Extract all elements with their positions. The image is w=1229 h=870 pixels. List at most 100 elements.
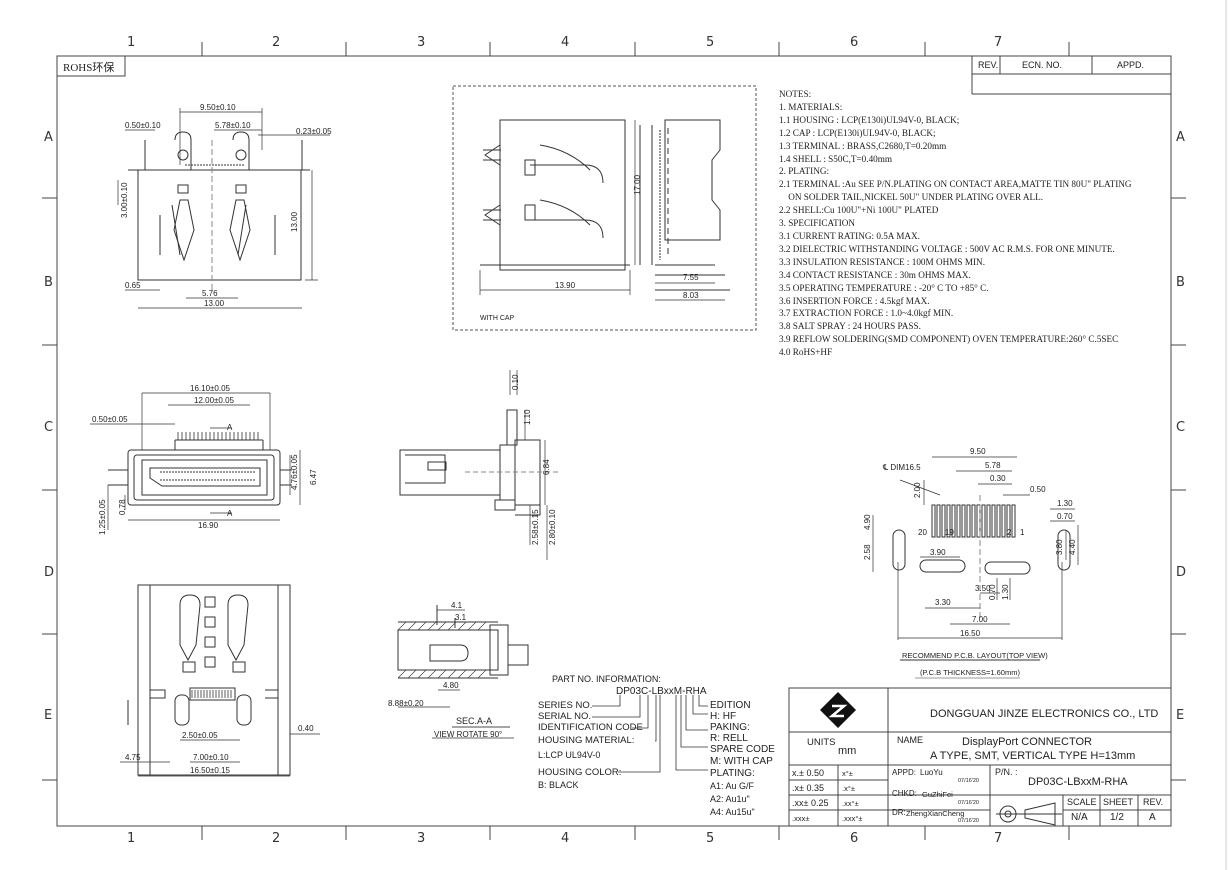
note-line: 3.1 CURRENT RATING: 0.5A MAX. — [779, 230, 920, 241]
pcb-130b: 1.30 — [1001, 584, 1010, 600]
note-line: 3.4 CONTACT RESISTANCE : 30m OHMS MAX. — [779, 269, 971, 280]
rohs-box — [56, 55, 126, 77]
note-line: 1.2 CAP : LCP(E130i)UL94V-0, BLACK; — [779, 127, 936, 138]
part-hf: H: HF — [710, 711, 737, 722]
connector-bottom-view — [127, 584, 291, 776]
dim-050: 0.50±0.10 — [125, 121, 161, 130]
sheet-label: SHEET — [1103, 797, 1134, 807]
note-line: 1.1 HOUSING : LCP(E130i)UL94V-0, BLACK; — [779, 114, 960, 125]
row-label: A — [1176, 130, 1185, 145]
front-cut-a-bot: A — [227, 509, 233, 518]
rev-value: A — [1149, 812, 1156, 823]
rohs-label: ROHS环保 — [63, 62, 115, 74]
side-dim-110: 1.10 — [523, 409, 532, 425]
col-label: 7 — [994, 35, 1003, 50]
chkd-date: 07/16'20 — [958, 800, 979, 806]
pn-label: P/N. : — [995, 767, 1018, 777]
sheet-value: 1/2 — [1110, 812, 1124, 823]
bot-dim-475: 4.75 — [125, 753, 141, 762]
part-a2: A2: Au1u" — [710, 794, 750, 804]
part-serial: SERIAL NO. — [538, 711, 591, 722]
cap-dim-803: 8.03 — [683, 291, 699, 300]
note-line: 3. SPECIFICATION — [779, 218, 856, 229]
pcb-sub: (P.C.B THICKNESS=1.60mm) — [920, 668, 1020, 677]
name-line1: DisplayPort CONNECTOR — [962, 736, 1092, 748]
projection-symbol — [996, 802, 1062, 826]
part-ident: IDENTIFICATION CODE — [538, 722, 643, 733]
tol-x: x.± 0.50 — [792, 768, 824, 778]
connector-cap-side-view — [480, 119, 730, 291]
pcb-title: RECOMMEND P.C.B. LAYOUT(TOP VIEW) — [902, 651, 1048, 660]
row-label: B — [44, 275, 53, 290]
note-line: 3.3 INSULATION RESISTANCE : 100M OHMS MI… — [779, 256, 985, 267]
bot-dim-700: 7.00±0.10 — [193, 753, 229, 762]
pcb-p2: 2 — [1007, 528, 1012, 537]
chkd-label: CHKD: — [892, 789, 917, 798]
col-label: 3 — [417, 35, 426, 50]
connector-side-view — [399, 409, 560, 516]
revision-table — [971, 55, 1172, 95]
scale-label: SCALE — [1067, 797, 1097, 807]
dim-1300: 13.00 — [204, 299, 225, 308]
part-number-code: DP03C-LBxxM-RHA — [616, 686, 707, 697]
front-dim-647: 6.47 — [309, 469, 318, 485]
note-line: 4.0 RoHS+HF — [779, 347, 833, 358]
front-dim-125: 1.25±0.05 — [98, 499, 107, 535]
company-name: DONGGUAN JINZE ELECTRONICS CO., LTD — [930, 708, 1159, 720]
notes-block: NOTES: 1. MATERIALS: 1.1 HOUSING : LCP(E13… — [779, 88, 1132, 359]
front-dim-1610: 16.10±0.05 — [190, 384, 231, 393]
part-a4: A4: Au15u" — [710, 807, 755, 817]
col-label: 1 — [127, 831, 136, 846]
pcb-030: 0.30 — [990, 474, 1006, 483]
part-info-leaders — [592, 695, 708, 773]
cap-dim-1700: 17.00 — [633, 174, 642, 195]
tol-x3: .xxx± — [792, 814, 810, 823]
row-label: A — [44, 130, 53, 145]
tol-x2: .xx± 0.25 — [792, 798, 829, 808]
row-label: D — [1176, 565, 1187, 580]
bot-dim-250: 2.50±0.05 — [182, 731, 218, 740]
connector-front-view — [108, 432, 292, 506]
part-housing-black: B: BLACK — [538, 780, 579, 790]
pcb-390: 3.90 — [930, 548, 946, 557]
note-line: 1.3 TERMINAL : BRASS,C2680,T=0.20mm — [779, 140, 947, 151]
tol-x1-deg: .x°± — [842, 784, 855, 793]
part-with-cap: M: WITH CAP — [710, 756, 773, 767]
rev-header-rev: REV. — [978, 60, 999, 70]
note-line: 3.5 OPERATING TEMPERATURE : -20° C TO +8… — [779, 282, 989, 293]
pcb-200: 2.00 — [913, 482, 922, 498]
dim-023: 0.23±0.05 — [296, 127, 332, 136]
front-dim-050: 0.50±0.05 — [92, 415, 128, 424]
note-line: 1.4 SHELL : S50C,T=0.40mm — [779, 153, 893, 164]
note-line: 3.9 REFLOW SOLDERING(SMD COMPONENT) OVEN… — [779, 334, 1119, 345]
sec-dim-41: 4.1 — [451, 601, 463, 610]
pcb-p19: 19 — [945, 528, 954, 537]
pcb-950: 9.50 — [970, 447, 986, 456]
row-label: D — [44, 565, 55, 580]
part-edition: EDITION — [710, 700, 751, 711]
rev-label: REV. — [1143, 797, 1164, 807]
note-line: 2.1 TERMINAL :Au SEE P/N.PLATING ON CONT… — [779, 179, 1132, 190]
part-housing-lcp: L:LCP UL94V-0 — [538, 750, 601, 760]
company-logo — [820, 692, 856, 728]
note-line: 2.2 SHELL:Cu 100U"+Ni 100U" PLATED — [779, 205, 939, 216]
scale-value: N/A — [1071, 812, 1088, 823]
note-line: NOTES: — [779, 89, 812, 99]
part-plating: PLATING: — [710, 768, 755, 779]
part-paking: PAKING: — [710, 722, 750, 733]
col-label: 4 — [561, 35, 570, 50]
pcb-1650: 16.50 — [960, 629, 981, 638]
pcb-070: 0.70 — [1057, 512, 1073, 521]
note-line: 3.2 DIELECTRIC WITHSTANDING VOLTAGE : 50… — [779, 243, 1115, 254]
bot-dim-040: 0.40 — [298, 724, 314, 733]
note-line: 1. MATERIALS: — [779, 101, 843, 112]
pcb-700: 7.00 — [972, 615, 988, 624]
pcb-380: 3.80 — [1055, 539, 1064, 555]
pcb-050: 0.50 — [1030, 485, 1046, 494]
col-label: 2 — [272, 831, 281, 846]
part-housing-material: HOUSING MATERIAL: — [538, 735, 635, 746]
front-dim-1200: 12.00±0.05 — [194, 396, 235, 405]
tol-x2-deg: .xx°± — [842, 799, 859, 808]
col-label: 5 — [706, 831, 715, 846]
rev-header-appd: APPD. — [1117, 60, 1145, 70]
